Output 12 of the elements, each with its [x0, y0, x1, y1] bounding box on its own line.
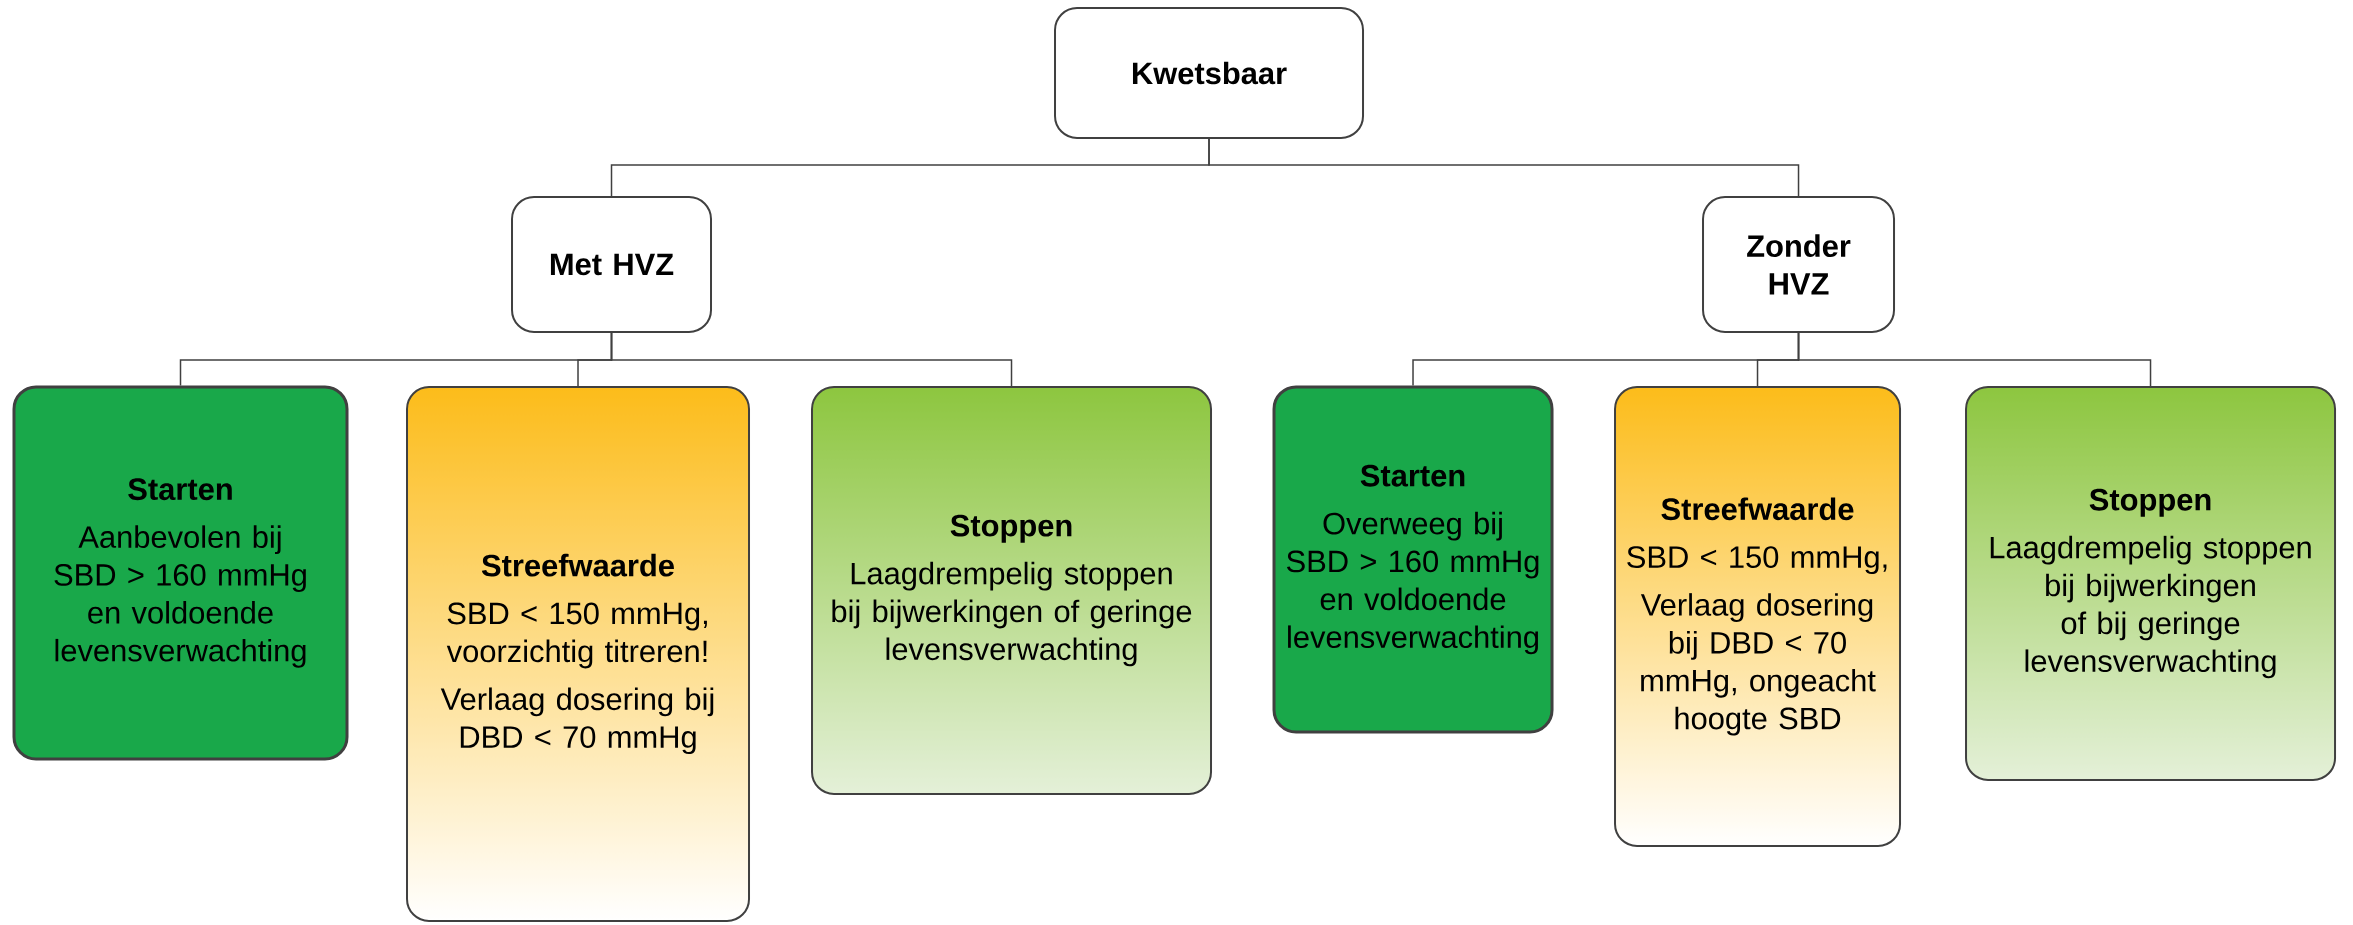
- connector-line: [1208, 138, 1800, 197]
- process-box: Met HVZ: [511, 196, 712, 333]
- process-box: Stoppen Laagdrempelig stoppen bij bijwerkingen of bij geringe levensverwachting: [1965, 386, 2337, 781]
- connector-line: [1797, 332, 2152, 387]
- connector-line: [610, 332, 1013, 387]
- process-box: Streefwaarde SBD < 150 mmHg, voorzichtig titreren! Verlaag dosering bij DBD < 70 mmHg: [406, 386, 750, 922]
- process-box: Streefwaarde SBD < 150 mmHg, Verlaag dosering bij DBD < 70 mmHg, ongeacht hoogte SBD: [1614, 386, 1902, 847]
- process-box: Starten Aanbevolen bij SBD > 160 mmHg en voldoende levensverwachting: [12, 385, 349, 761]
- process-box: Starten Overweeg bij SBD > 160 mmHg en voldoende levensverwachting: [1272, 385, 1554, 734]
- process-box: Kwetsbaar: [1054, 7, 1364, 139]
- process-box: Stoppen Laagdrempelig stoppen bij bijwerkingen of geringe levensverwachting: [811, 386, 1212, 795]
- process-box: Zonder HVZ: [1702, 196, 1896, 333]
